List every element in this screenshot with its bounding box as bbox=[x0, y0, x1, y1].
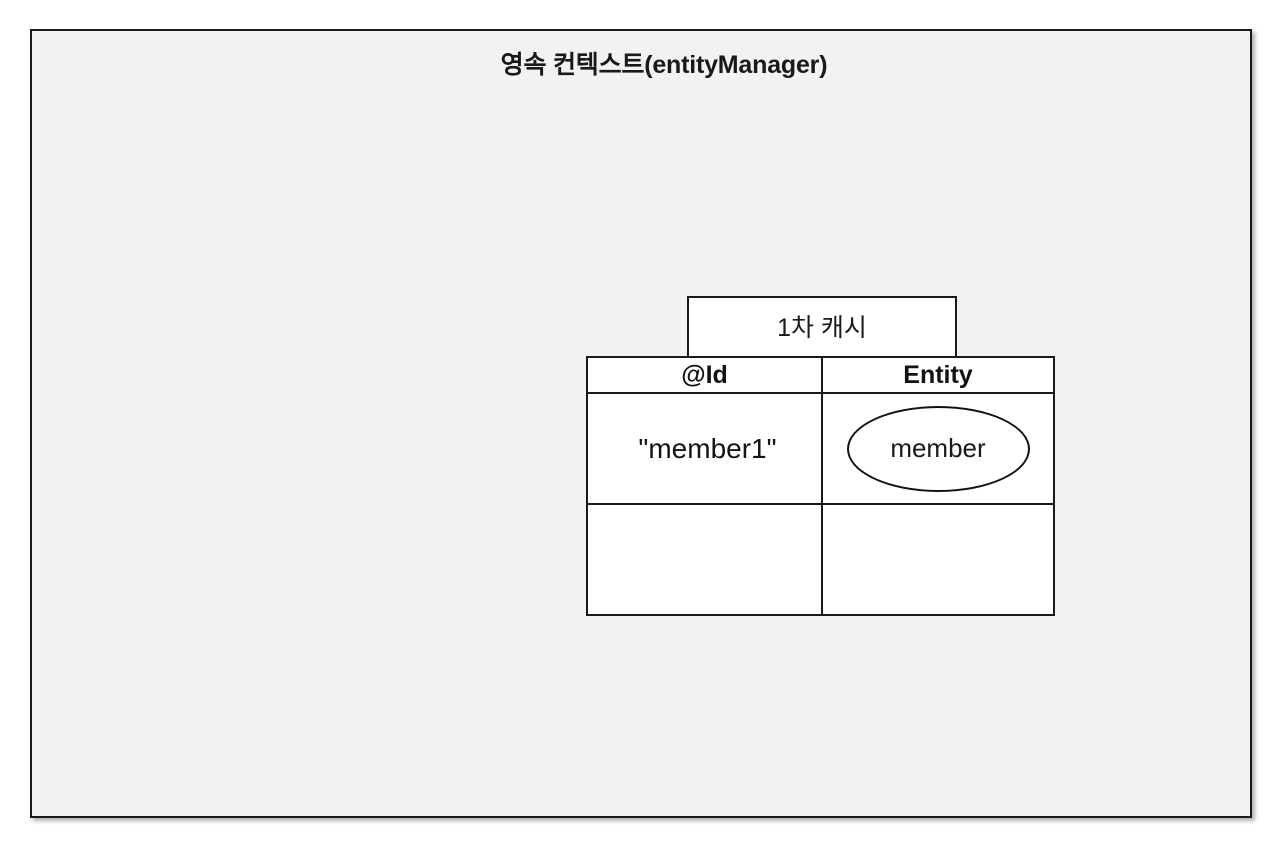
table-header-row: @Id Entity bbox=[586, 356, 1055, 394]
page-title: 영속 컨텍스트(entityManager) bbox=[500, 51, 828, 79]
table-row: "member1" member bbox=[586, 392, 1055, 505]
cell-id: "member1" bbox=[586, 392, 823, 505]
table-row bbox=[586, 503, 1055, 616]
first-level-cache-label-box: 1차 캐시 bbox=[687, 296, 957, 358]
column-header-id: @Id bbox=[586, 356, 823, 394]
cell-id-empty bbox=[586, 503, 823, 616]
entity-ellipse-shape: member bbox=[846, 405, 1030, 492]
entity-id-value: "member1" bbox=[638, 432, 777, 464]
column-header-entity: Entity bbox=[821, 356, 1055, 394]
cell-entity-empty bbox=[821, 503, 1055, 616]
entity-oval-wrapper: member bbox=[823, 394, 1053, 503]
cell-entity: member bbox=[821, 392, 1055, 505]
first-level-cache-table: @Id Entity "member1" member bbox=[586, 356, 1055, 616]
first-level-cache-label: 1차 캐시 bbox=[777, 313, 867, 342]
entity-name-label: member bbox=[890, 433, 986, 463]
